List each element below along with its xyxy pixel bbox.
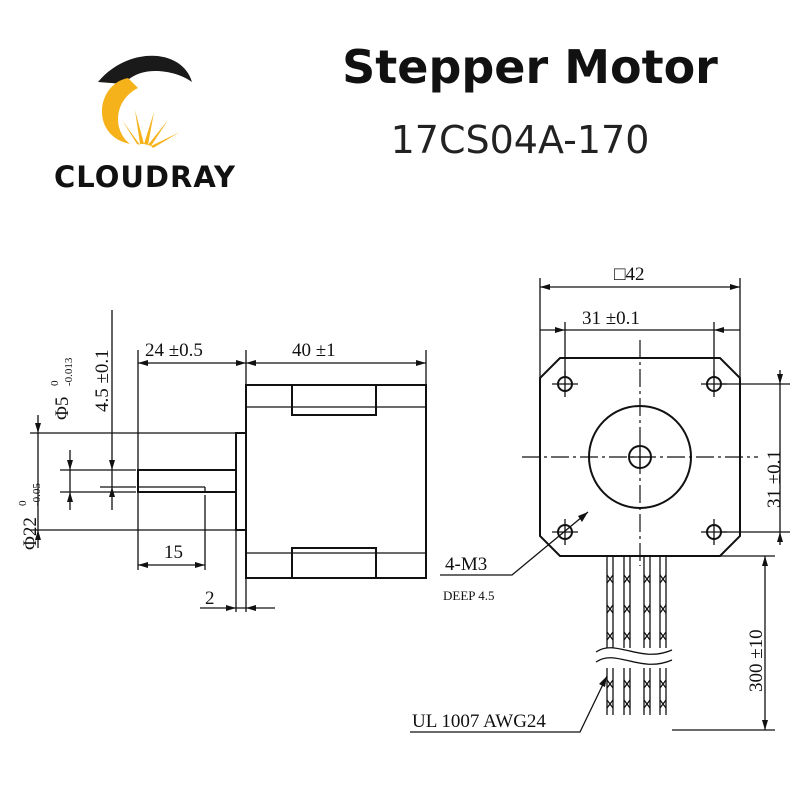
cloudray-logo	[98, 55, 192, 148]
mounting-boss	[235, 432, 247, 531]
logo-gold-arc	[101, 78, 138, 144]
dim-hole-spacing-h: 31 ±0.1	[582, 308, 640, 329]
wire-leader	[410, 675, 608, 733]
motor-body	[245, 384, 427, 579]
dim-boss-tol-upper: 0	[17, 500, 29, 506]
mounting-hole	[552, 519, 578, 545]
dim-boss-tol-lower: -0.05	[31, 483, 43, 506]
side-view: 24 ±0.5 40 ±1 15 2 Φ5 0 -0.013 4.5 ±0.1 …	[17, 310, 427, 612]
brand-name: CLOUDRAY	[54, 160, 236, 194]
lead-wires	[595, 556, 673, 715]
hole-leader	[440, 511, 589, 576]
dim-body-length: 40 ±1	[292, 340, 336, 361]
body-label-slot	[291, 547, 377, 579]
dim-boss-dia: Φ22	[20, 517, 41, 550]
dim-boss-height: 2	[205, 588, 215, 609]
dim-hole-spacing-v: 31 ±0.1	[764, 450, 785, 508]
dim-lead-length: 300 ±10	[746, 629, 767, 692]
dim-hole-depth: DEEP 4.5	[443, 588, 495, 603]
logo-sun-rays	[122, 110, 180, 148]
dim-flat-length: 15	[164, 542, 183, 563]
dim-shaft-dia: Φ5	[52, 397, 73, 420]
logo-dark-arc	[98, 55, 192, 84]
shaft	[137, 469, 237, 493]
lead-spec: UL 1007 AWG24	[412, 711, 546, 732]
body-label-slot	[291, 384, 377, 416]
dim-shaft-tol-upper: 0	[49, 380, 61, 386]
model-number: 17CS04A-170	[390, 118, 650, 162]
dim-frame: □42	[614, 264, 644, 285]
front-view: □42 31 ±0.1 31 ±0.1 4-M3 DEEP 4.5 300 ±1…	[410, 264, 790, 733]
dim-shaft-tol-lower: -0.013	[63, 357, 75, 386]
boss-circle	[588, 405, 692, 509]
dim-flat: 4.5 ±0.1	[92, 349, 113, 412]
dim-shaft-length: 24 ±0.5	[145, 340, 203, 361]
page-title: Stepper Motor	[342, 40, 718, 94]
dim-holes: 4-M3	[445, 554, 487, 575]
